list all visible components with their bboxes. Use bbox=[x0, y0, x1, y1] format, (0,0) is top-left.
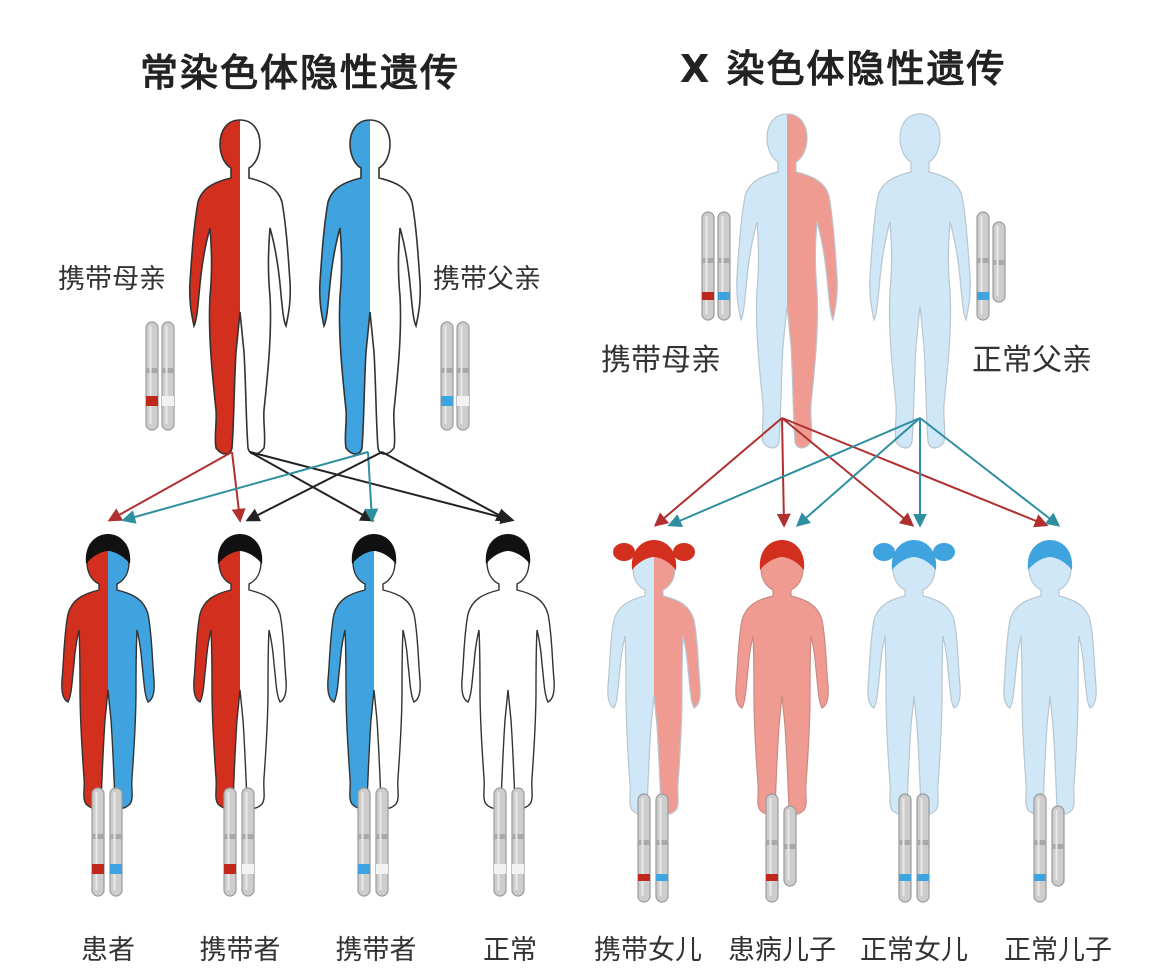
xlinked-child-carrier-daughter-figure bbox=[607, 540, 701, 815]
xlinked-child-carrier-daughter-chromosomes bbox=[637, 793, 669, 903]
xlinked-child-affected-son-figure bbox=[735, 540, 829, 815]
xlinked-child-label-4: 正常儿子 bbox=[1004, 935, 1112, 966]
xlinked-child-normal-son-figure bbox=[1003, 540, 1097, 815]
xlinked-child-label-3: 正常女儿 bbox=[860, 935, 968, 966]
autosomal-child-carrier2-figure bbox=[327, 534, 421, 809]
autosomal-arrows bbox=[107, 451, 515, 524]
xlinked-mother-label: 携带母亲 bbox=[601, 343, 721, 378]
autosomal-father-figure bbox=[318, 119, 422, 455]
xlinked-child-label-1: 携带女儿 bbox=[594, 935, 702, 966]
autosomal-child-label-3: 携带者 bbox=[335, 935, 417, 966]
xlinked-father-figure bbox=[869, 113, 971, 449]
autosomal-mother-figure bbox=[188, 119, 292, 455]
xlinked-child-label-2: 患病儿子 bbox=[728, 935, 836, 966]
xlinked-child-affected-son-chromosomes bbox=[765, 793, 797, 903]
xlinked-mother-figure bbox=[736, 113, 838, 449]
autosomal-child-carrier1-chromosomes bbox=[223, 787, 255, 897]
autosomal-father-chromosomes bbox=[440, 321, 470, 431]
autosomal-child-affected-chromosomes bbox=[91, 787, 123, 897]
autosomal-father-label: 携带父亲 bbox=[433, 264, 541, 295]
xlinked-child-normal-daughter-figure bbox=[867, 540, 961, 815]
xlinked-arrows bbox=[653, 417, 1061, 528]
title-autosomal: 常染色体隐性遗传 bbox=[140, 51, 461, 95]
autosomal-child-affected-figure bbox=[61, 534, 155, 809]
autosomal-mother-chromosomes bbox=[145, 321, 175, 431]
title-xlinked: X 染色体隐性遗传 bbox=[680, 47, 1007, 91]
xlinked-child-normal-daughter-chromosomes bbox=[898, 793, 930, 903]
xlinked-mother-chromosomes bbox=[701, 211, 731, 321]
autosomal-child-carrier1-figure bbox=[193, 534, 287, 809]
autosomal-child-label-1: 患者 bbox=[81, 935, 135, 966]
xlinked-father-label: 正常父亲 bbox=[972, 343, 1092, 378]
autosomal-mother-label: 携带母亲 bbox=[58, 264, 166, 295]
autosomal-child-label-2: 携带者 bbox=[199, 935, 281, 966]
autosomal-child-normal-chromosomes bbox=[493, 787, 525, 897]
autosomal-child-label-4: 正常 bbox=[483, 935, 537, 966]
autosomal-child-carrier2-chromosomes bbox=[357, 787, 389, 897]
autosomal-child-normal-figure bbox=[461, 534, 555, 809]
xlinked-father-chromosomes bbox=[976, 211, 1006, 321]
xlinked-child-normal-son-chromosomes bbox=[1033, 793, 1065, 903]
